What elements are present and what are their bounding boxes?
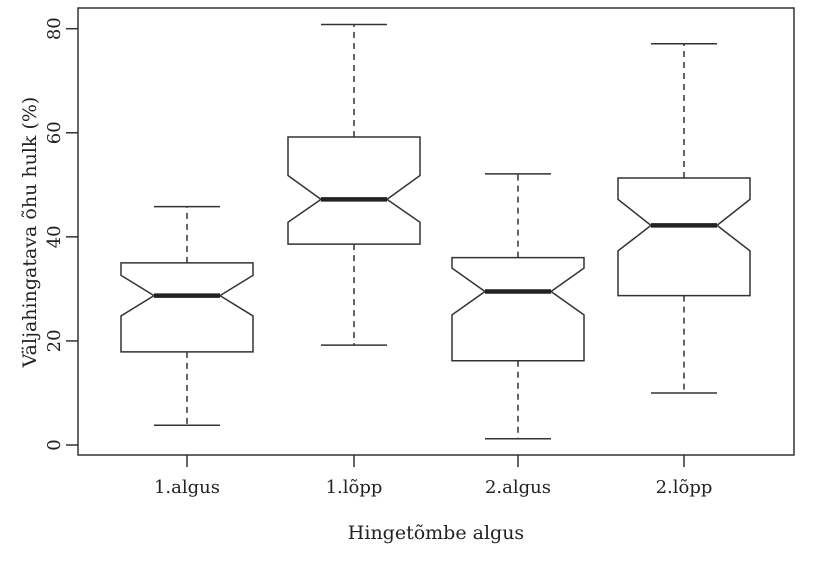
notched-box — [120, 262, 254, 353]
y-tick-label: 20 — [44, 329, 65, 352]
x-axis-label: Hingetõmbe algus — [348, 522, 524, 544]
plot-frame — [77, 7, 795, 456]
notched-box — [617, 177, 751, 297]
box-2.lõpp — [617, 43, 751, 394]
notched-box — [451, 256, 585, 362]
x-tick-label: 1.algus — [154, 477, 220, 498]
x-tick-label: 2.lõpp — [656, 477, 713, 498]
box-2.algus — [451, 173, 585, 440]
y-tick-label: 60 — [44, 121, 65, 144]
y-tick-label: 40 — [44, 225, 65, 248]
y-axis-label: Väljahingatava õhu hulk (%) — [19, 97, 41, 369]
x-tick-label: 1.lõpp — [326, 477, 383, 498]
box-1.lõpp — [287, 23, 421, 346]
notched-box — [287, 136, 421, 245]
box-1.algus — [120, 205, 254, 426]
y-tick-label: 0 — [44, 439, 65, 450]
y-tick-label: 80 — [44, 17, 65, 40]
x-tick-label: 2.algus — [485, 477, 551, 498]
